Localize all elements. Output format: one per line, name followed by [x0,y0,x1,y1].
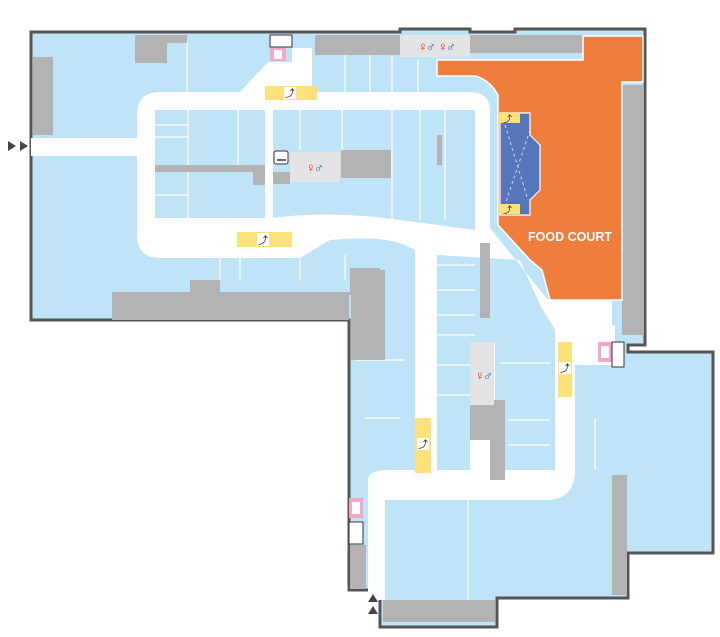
entrance-arrow-icon [8,141,28,151]
svg-text:♀: ♀ [418,39,428,54]
svg-text:♀: ♀ [475,368,485,383]
svg-text:♂: ♂ [314,160,324,175]
svg-text:♀: ♀ [438,39,448,54]
food-court-label: FOOD COURT [528,230,612,244]
atrium-void: ⤴⤴ [498,112,541,216]
smoking-area-icon [273,150,289,165]
svg-text:♂: ♂ [483,368,493,383]
escalators: ⤴ ⤴ ⤴ ⤴ [237,86,572,473]
shop-dividers [155,42,596,600]
escalator-icon [498,204,520,214]
restrooms [290,35,494,405]
svg-text:⤴: ⤴ [418,438,428,451]
stairs-icon [269,34,293,48]
svg-text:⤴: ⤴ [503,113,512,124]
service-areas [33,35,644,622]
svg-text:♂: ♂ [426,39,436,54]
svg-text:⤴: ⤴ [503,204,512,215]
escalator-icon [498,113,520,123]
svg-text:♂: ♂ [446,39,456,54]
stairs-icon [611,341,625,368]
entrance-arrow-icon [368,594,378,614]
restroom-icon: ♀♂ ♀♂ ♀♂ ♀♂ [306,39,493,383]
svg-text:⤴: ⤴ [560,362,570,375]
svg-text:⤴: ⤴ [285,87,295,100]
svg-text:⤴: ⤴ [258,234,268,247]
stairs-icon [348,521,364,545]
svg-text:♀: ♀ [306,160,316,175]
